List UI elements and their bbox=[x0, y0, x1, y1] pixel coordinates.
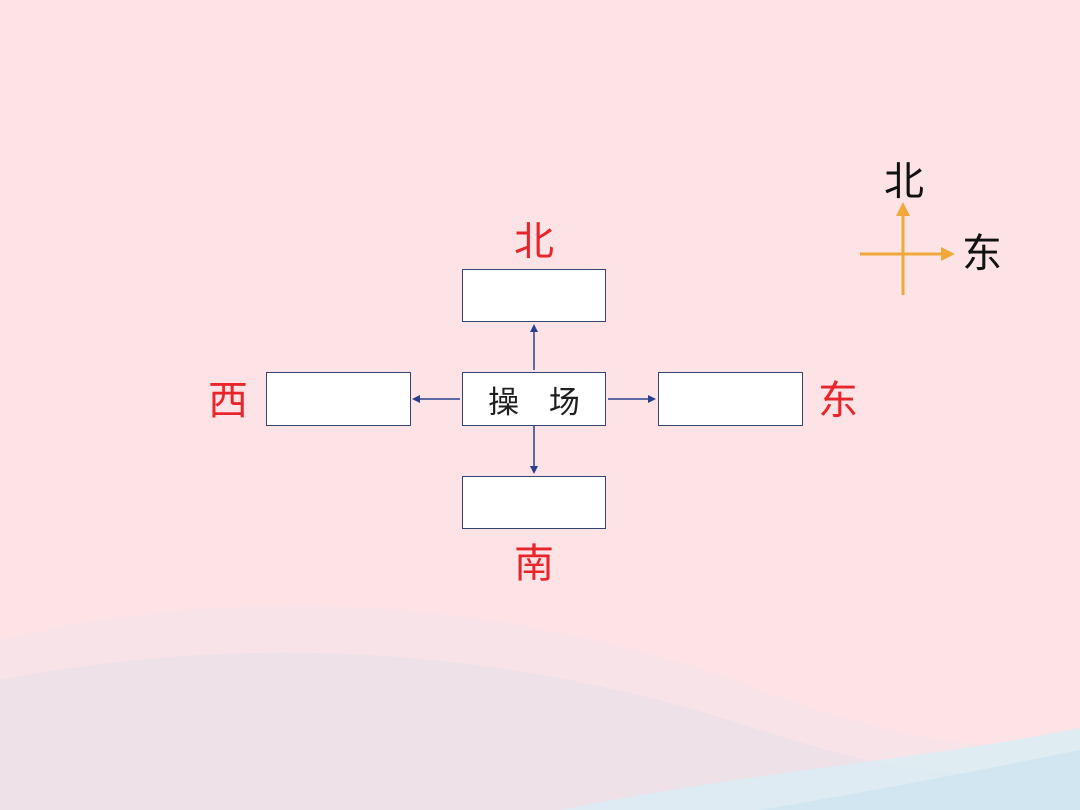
direction-label-south: 南 bbox=[514, 541, 554, 587]
playground-label: 操 场 bbox=[488, 384, 590, 421]
west-box[interactable] bbox=[266, 372, 411, 426]
compass-label-east: 东 bbox=[962, 231, 1002, 277]
north-box[interactable] bbox=[462, 269, 606, 322]
south-box[interactable] bbox=[462, 476, 606, 529]
compass-label-north: 北 bbox=[884, 159, 924, 205]
direction-label-west: 西 bbox=[208, 378, 248, 424]
east-box[interactable] bbox=[658, 372, 803, 426]
playground-box: 操 场 bbox=[462, 372, 606, 426]
wave-band bbox=[760, 750, 1080, 810]
direction-label-east: 东 bbox=[818, 378, 858, 424]
direction-label-north: 北 bbox=[514, 219, 554, 265]
